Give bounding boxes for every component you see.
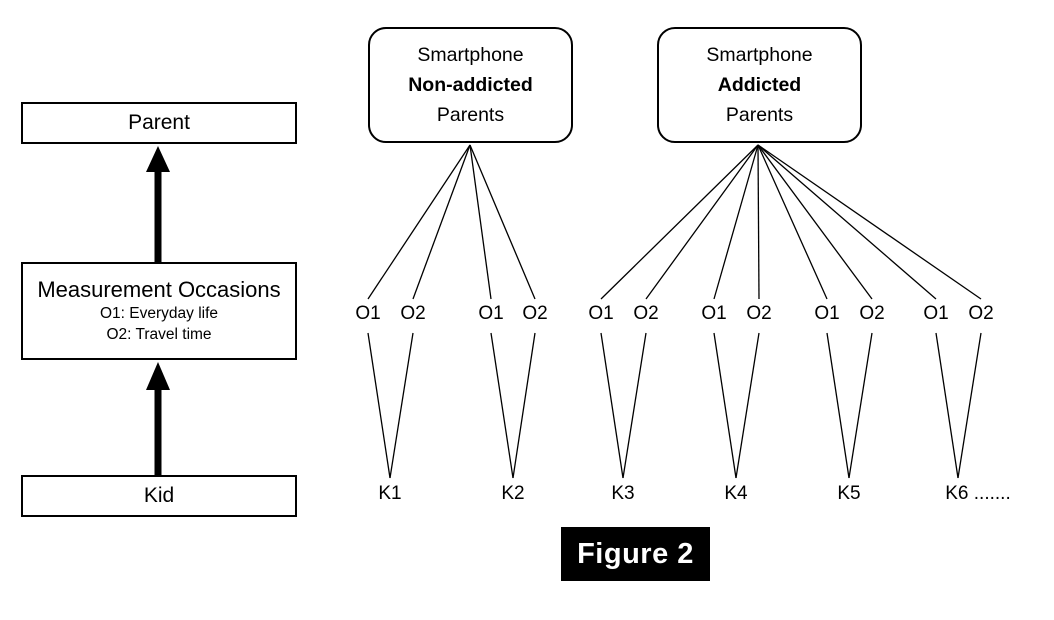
kid-node-k6: K6 .......	[945, 483, 1011, 504]
kid-node-k1: K1	[378, 483, 402, 504]
group-box-non-addicted-line-3: Parents	[436, 104, 505, 126]
edges-group-addicted	[600, 144, 982, 300]
occasion-node-2: O2	[400, 303, 426, 324]
occasion-node-3: O1	[478, 303, 504, 324]
arrow-measure-to-parent	[146, 146, 170, 262]
occasion-node-12: O2	[968, 303, 994, 324]
group-box-addicted-line-2: Addicted	[717, 74, 802, 96]
level-box-kid: Kid	[21, 475, 297, 517]
occasion-node-4: O2	[522, 303, 548, 324]
kid-node-k4: K4	[724, 483, 748, 504]
occasion-node-7: O1	[701, 303, 727, 324]
occasion-node-11: O1	[923, 303, 949, 324]
occasion-definition-o2: O2: Travel time	[106, 326, 212, 343]
group-box-non-addicted: Smartphone Non-addicted Parents	[368, 27, 573, 143]
level-box-parent-title: Parent	[128, 111, 190, 134]
occasion-definition-o1: O1: Everyday life	[99, 305, 219, 322]
group-box-addicted: Smartphone Addicted Parents	[657, 27, 862, 143]
occasion-node-5: O1	[588, 303, 614, 324]
occasion-node-6: O2	[633, 303, 659, 324]
occasion-node-10: O2	[859, 303, 885, 324]
group-box-non-addicted-line-2: Non-addicted	[408, 74, 533, 96]
level-box-measurement-occasions: Measurement Occasions O1: Everyday life …	[21, 262, 297, 360]
kid-node-k3: K3	[611, 483, 635, 504]
edges-group-nonaddicted	[367, 144, 536, 300]
level-box-parent: Parent	[21, 102, 297, 144]
group-box-addicted-line-3: Parents	[725, 104, 794, 126]
kid-node-k2: K2	[501, 483, 525, 504]
group-box-addicted-line-1: Smartphone	[706, 44, 813, 66]
kid-node-k5: K5	[837, 483, 861, 504]
level-box-kid-title: Kid	[143, 484, 175, 507]
occasion-node-9: O1	[814, 303, 840, 324]
edges-occasions-to-kids	[367, 332, 982, 479]
arrow-kid-to-measure	[146, 362, 170, 475]
occasion-node-1: O1	[355, 303, 381, 324]
level-box-measurement-occasions-title: Measurement Occasions	[37, 277, 281, 302]
occasion-node-8: O2	[746, 303, 772, 324]
figure-caption: Figure 2	[561, 527, 710, 581]
group-box-non-addicted-line-1: Smartphone	[417, 44, 524, 66]
